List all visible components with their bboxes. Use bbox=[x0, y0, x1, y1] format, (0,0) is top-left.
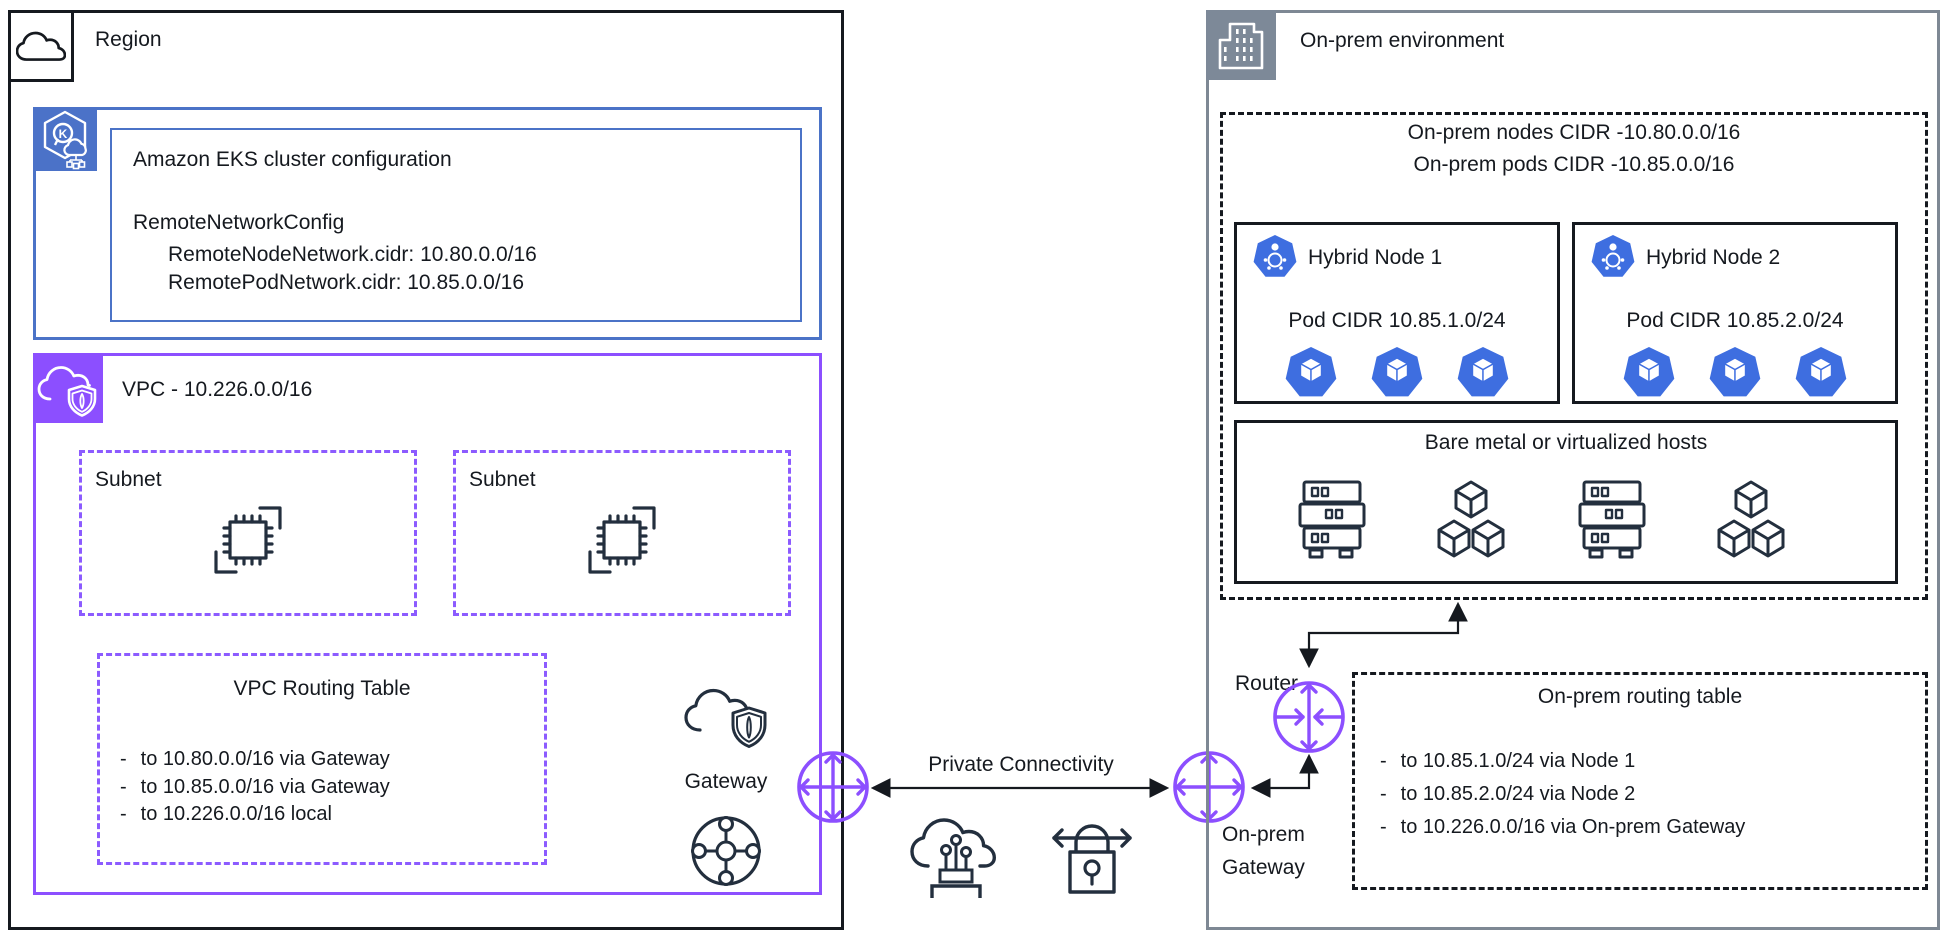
onprem-route: - to 10.85.2.0/24 via Node 2 bbox=[1380, 783, 1635, 806]
gateway-label: Gateway bbox=[684, 770, 768, 793]
vpc-route: - to 10.80.0.0/16 via Gateway bbox=[120, 748, 390, 771]
vpc-icon bbox=[33, 353, 103, 423]
vpn-lock-icon bbox=[1046, 812, 1138, 904]
onprem-building-icon bbox=[1206, 10, 1276, 80]
private-connectivity-label: Private Connectivity bbox=[928, 753, 1114, 776]
eks-config-line: RemotePodNetwork.cidr: 10.85.0.0/16 bbox=[168, 271, 525, 294]
eks-config-line: RemoteNetworkConfig bbox=[133, 211, 345, 234]
bullet: - bbox=[1380, 816, 1387, 838]
pod-cidr-label: Pod CIDR 10.85.1.0/24 bbox=[1288, 309, 1506, 332]
region-label: Region bbox=[95, 28, 162, 51]
subnet-label: Subnet bbox=[95, 468, 162, 491]
hybrid-node-box bbox=[1234, 222, 1560, 404]
hybrid-node-name: Hybrid Node 1 bbox=[1308, 246, 1443, 269]
server-rack-icon bbox=[1292, 478, 1370, 564]
eks-service-icon: K bbox=[33, 107, 97, 171]
pod-icon bbox=[1370, 344, 1424, 402]
network-hub-icon bbox=[687, 812, 765, 890]
k8s-node-icon bbox=[1252, 232, 1298, 280]
router-hosts-connector bbox=[1299, 601, 1468, 669]
svg-text:K: K bbox=[59, 127, 68, 141]
vpc-label: VPC - 10.226.0.0/16 bbox=[122, 378, 313, 401]
onprem-gateway-icon bbox=[1169, 747, 1249, 827]
pod-icon bbox=[1284, 344, 1338, 402]
eks-config-outer-box bbox=[33, 107, 822, 340]
hybrid-node-name: Hybrid Node 2 bbox=[1646, 246, 1781, 269]
vpc-routing-table-title: VPC Routing Table bbox=[233, 677, 411, 700]
route-text: to 10.80.0.0/16 via Gateway bbox=[140, 748, 390, 770]
cloud-shield-icon bbox=[683, 676, 773, 756]
onprem-routing-table-title: On-prem routing table bbox=[1537, 685, 1743, 708]
router-icon bbox=[1269, 677, 1349, 757]
route-text: to 10.226.0.0/16 via On-prem Gateway bbox=[1400, 816, 1746, 838]
hosts-box bbox=[1234, 420, 1898, 584]
subnet-box bbox=[79, 450, 417, 616]
subnet-label: Subnet bbox=[469, 468, 536, 491]
onprem-label: On-prem environment bbox=[1300, 29, 1505, 52]
pod-icon bbox=[1622, 344, 1676, 402]
pod-cidr-label: Pod CIDR 10.85.2.0/24 bbox=[1626, 309, 1844, 332]
vpc-routing-table-box bbox=[97, 653, 547, 865]
onprem-box bbox=[1206, 10, 1940, 930]
vpc-box bbox=[33, 353, 822, 895]
route-text: to 10.85.0.0/16 via Gateway bbox=[140, 776, 390, 798]
onprem-routing-table-box bbox=[1352, 672, 1928, 890]
onprem-gateway-label-line1: On-prem bbox=[1222, 823, 1305, 846]
onprem-cidr-box bbox=[1220, 112, 1928, 600]
bullet: - bbox=[1380, 783, 1387, 805]
cubes-stack-icon bbox=[1712, 478, 1790, 564]
direct-connect-icon bbox=[908, 804, 1006, 904]
subnet-chip-icon bbox=[584, 502, 660, 578]
router-label: Router bbox=[1235, 672, 1299, 695]
vpc-route: - to 10.85.0.0/16 via Gateway bbox=[120, 776, 390, 799]
bullet: - bbox=[1380, 750, 1387, 772]
bullet: - bbox=[120, 776, 127, 798]
bullet: - bbox=[120, 748, 127, 770]
onprem-pods-cidr: On-prem pods CIDR -10.85.0.0/16 bbox=[1413, 153, 1735, 176]
hybrid-node-box bbox=[1572, 222, 1898, 404]
onprem-gateway-label-line2: Gateway bbox=[1222, 856, 1305, 879]
onprem-route: - to 10.85.1.0/24 via Node 1 bbox=[1380, 750, 1635, 773]
region-box bbox=[8, 10, 844, 930]
hosts-title: Bare metal or virtualized hosts bbox=[1424, 431, 1708, 454]
vpc-route: - to 10.226.0.0/16 local bbox=[120, 803, 332, 826]
eks-config-title: Amazon EKS cluster configuration bbox=[133, 148, 452, 171]
eks-config-line: RemoteNodeNetwork.cidr: 10.80.0.0/16 bbox=[168, 243, 537, 266]
onprem-route: - to 10.226.0.0/16 via On-prem Gateway bbox=[1380, 816, 1745, 839]
server-rack-icon bbox=[1572, 478, 1650, 564]
cubes-stack-icon bbox=[1432, 478, 1510, 564]
aws-cloud-icon bbox=[16, 28, 66, 64]
subnet-box bbox=[453, 450, 791, 616]
route-text: to 10.85.1.0/24 via Node 1 bbox=[1400, 750, 1636, 772]
route-text: to 10.85.2.0/24 via Node 2 bbox=[1400, 783, 1636, 805]
k8s-node-icon bbox=[1590, 232, 1636, 280]
aws-gateway-icon bbox=[793, 747, 873, 827]
route-text: to 10.226.0.0/16 local bbox=[140, 803, 332, 825]
bullet: - bbox=[120, 803, 127, 825]
onprem-nodes-cidr: On-prem nodes CIDR -10.80.0.0/16 bbox=[1407, 121, 1741, 144]
subnet-chip-icon bbox=[210, 502, 286, 578]
eks-config-inner-box bbox=[110, 128, 802, 322]
pod-icon bbox=[1456, 344, 1510, 402]
pod-icon bbox=[1708, 344, 1762, 402]
pod-icon bbox=[1794, 344, 1848, 402]
router-gateway-connector bbox=[1250, 753, 1319, 798]
